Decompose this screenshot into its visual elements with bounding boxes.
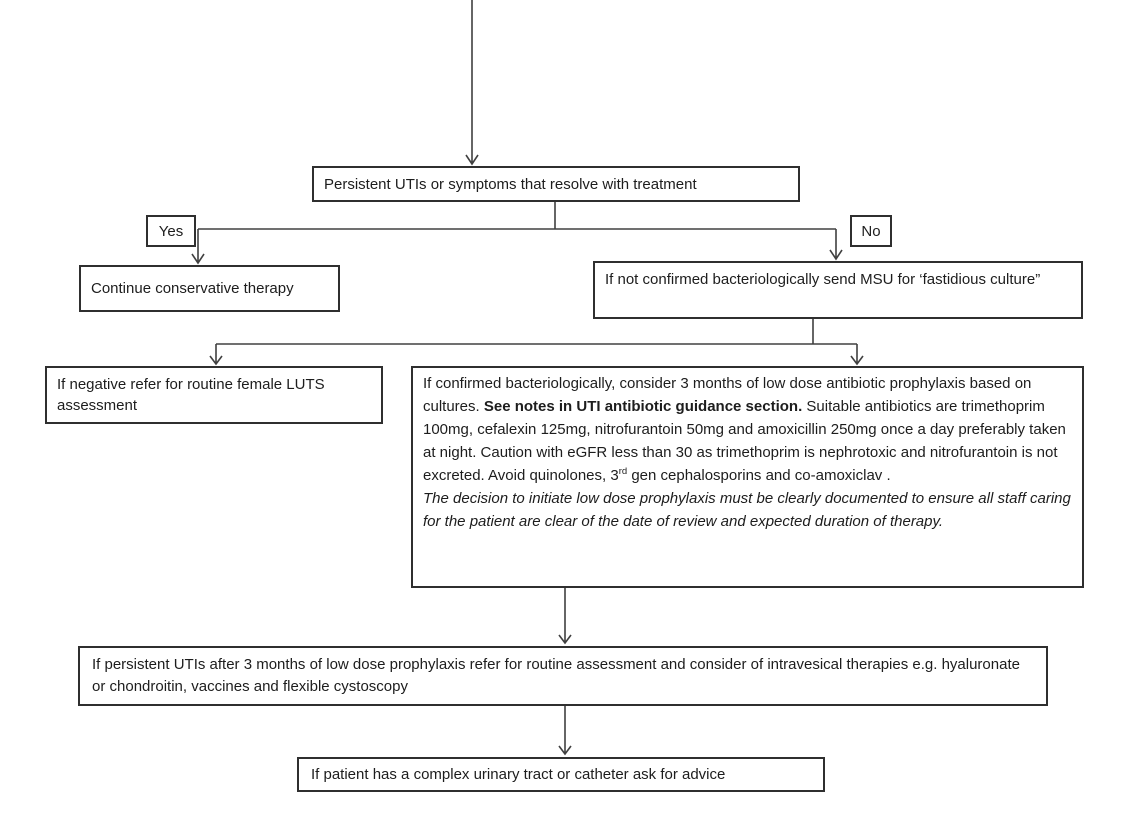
- connector-msu-split: [216, 318, 857, 345]
- node-continue-conservative-therapy: Continue conservative therapy: [79, 265, 340, 312]
- node-persistent-utis: Persistent UTIs or symptoms that resolve…: [312, 166, 800, 202]
- node-send-msu-fastidious-culture: If not confirmed bacteriologically send …: [593, 261, 1083, 319]
- arrow-to-persistent: [558, 588, 572, 645]
- arrow-to-prophylaxis: [850, 344, 864, 366]
- arrow-to-advice: [558, 706, 572, 756]
- node-antibiotic-prophylaxis: If confirmed bacteriologically, consider…: [411, 366, 1084, 588]
- node-female-luts-assessment: If negative refer for routine female LUT…: [45, 366, 383, 424]
- arrow-to-luts: [209, 344, 223, 366]
- node-complex-tract-advice: If patient has a complex urinary tract o…: [297, 757, 825, 792]
- node-persistent-after-prophylaxis: If persistent UTIs after 3 months of low…: [78, 646, 1048, 706]
- connector-start-split: [198, 202, 836, 230]
- arrow-no-branch: [829, 229, 843, 261]
- edge-label-yes: Yes: [146, 215, 196, 247]
- edge-label-no: No: [850, 215, 892, 247]
- arrow-into-start: [465, 0, 479, 166]
